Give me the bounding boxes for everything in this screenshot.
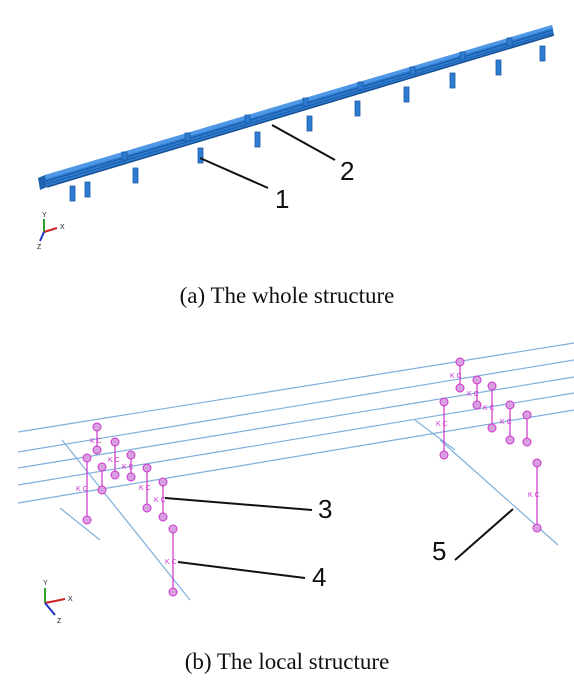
kc-label: K C: [483, 405, 495, 412]
axis-triad-b: Y X Z: [43, 580, 73, 625]
kc-label: K C: [108, 457, 120, 464]
callout-1: 1: [275, 184, 289, 214]
triad-b-x-label: X: [68, 596, 73, 603]
spring-nodes: [82, 357, 542, 597]
leader-line-2: [271, 124, 336, 161]
kc-label: K C: [165, 559, 177, 566]
callout-5: 5: [432, 536, 446, 566]
callout-2: 2: [340, 156, 354, 186]
triad-a-y-label: Y: [42, 212, 47, 219]
callout-4: 4: [312, 562, 326, 592]
leader-line-1: [199, 157, 269, 189]
whole-structure-model: [38, 25, 555, 202]
leader-line-4: [177, 561, 306, 579]
triad-a-z-label: Z: [37, 244, 42, 251]
leader-line-3: [164, 497, 313, 511]
leader-line-5: [454, 508, 514, 561]
kc-label: K C: [436, 421, 448, 428]
triad-a-x-label: X: [60, 224, 65, 231]
kc-label: K C: [450, 373, 462, 380]
triad-b-y-label: Y: [43, 580, 48, 587]
kc-label: K C: [139, 485, 151, 492]
sleeper-supports: [69, 37, 546, 202]
spring-labels: K C K C K C K C K C K C K C K C K C K C …: [76, 373, 540, 566]
kc-label: K C: [90, 438, 102, 445]
axis-triad-a: Y X Z: [37, 212, 65, 251]
kc-label: K C: [76, 486, 88, 493]
kc-label: K C: [467, 391, 479, 398]
kc-label: K C: [500, 419, 512, 426]
rail-wires: [17, 342, 574, 504]
triad-b-z-label: Z: [57, 618, 62, 625]
caption-local-structure: (b) The local structure: [184, 649, 390, 674]
kc-label: K C: [154, 497, 166, 504]
kc-label: K C: [528, 492, 540, 499]
kc-label: K C: [122, 464, 134, 471]
caption-whole-structure: (a) The whole structure: [179, 283, 395, 308]
callout-3: 3: [318, 494, 332, 524]
